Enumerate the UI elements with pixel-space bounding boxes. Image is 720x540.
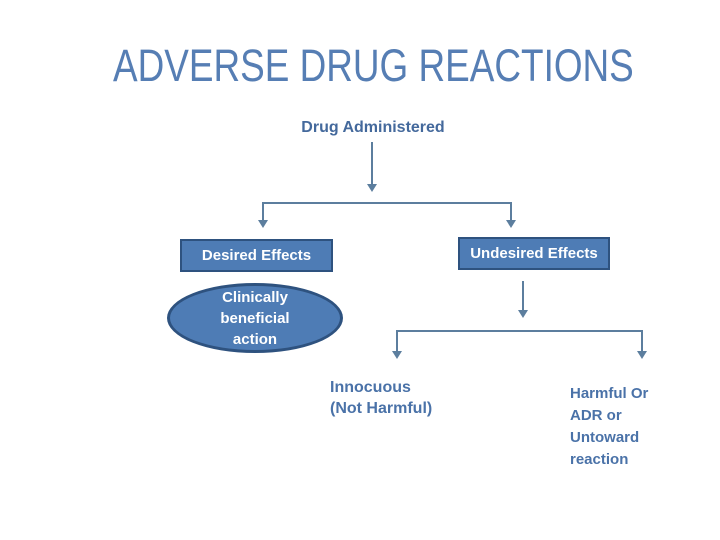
undesired-effects-box: Undesired Effects <box>458 237 610 270</box>
harmful-line-1: Harmful Or <box>570 385 649 402</box>
arrowhead-down-icon <box>506 220 516 228</box>
harmful-line-2: ADR or <box>570 407 622 424</box>
connector-split2-right-stub <box>641 330 643 351</box>
innocuous-outcome-label: Innocuous (Not Harmful) <box>330 377 432 419</box>
harmful-outcome-label: Harmful Or ADR or Untoward reaction <box>570 383 648 471</box>
undesired-effects-label: Undesired Effects <box>470 245 598 262</box>
arrowhead-down-icon <box>258 220 268 228</box>
harmful-line-3: Untoward <box>570 429 640 446</box>
arrowhead-down-icon <box>637 351 647 359</box>
connector-split2-bar <box>396 330 643 332</box>
connector-split1-bar <box>262 202 512 204</box>
desired-effects-box: Desired Effects <box>180 239 333 272</box>
innocuous-line-2: (Not Harmful) <box>330 400 433 417</box>
arrowhead-down-icon <box>518 310 528 318</box>
connector-split2-left-stub <box>396 330 398 351</box>
ellipse-line-1: Clinically <box>222 288 288 306</box>
ellipse-line-2: beneficial <box>220 309 290 327</box>
clinically-beneficial-ellipse: Clinically beneficial action <box>167 283 343 353</box>
connector-split1-right-stub <box>510 202 512 220</box>
connector-undesired-line <box>522 281 524 310</box>
slide-title: ADVERSE DRUG REACTIONS <box>113 40 634 91</box>
connector-split1-left-stub <box>262 202 264 220</box>
root-node-label: Drug Administered <box>301 119 445 136</box>
ellipse-line-3: action <box>232 330 278 348</box>
connector-root-line <box>371 142 373 184</box>
harmful-line-4: reaction <box>570 451 629 468</box>
desired-effects-label: Desired Effects <box>201 247 312 264</box>
innocuous-line-1: Innocuous <box>330 379 411 396</box>
arrowhead-down-icon <box>392 351 402 359</box>
arrowhead-down-icon <box>367 184 377 192</box>
